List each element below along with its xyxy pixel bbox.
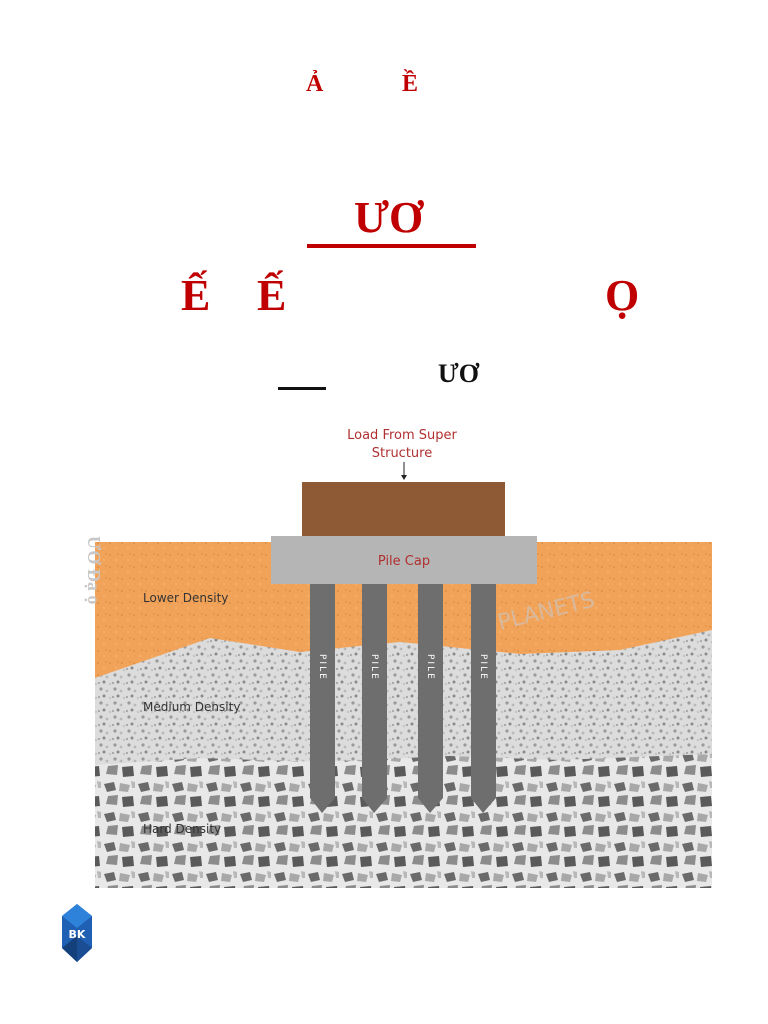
pile-label-4: PILE [478,654,488,681]
side-vertical-text: ƯƠ Đạ ọ [84,536,104,604]
pile-2 [362,584,387,813]
subtitle-rule [278,387,326,390]
load-label-line2: Structure [372,446,432,461]
title-underline [307,244,476,248]
pile-cap [271,536,537,584]
pile-1 [310,584,335,813]
title-line3-part-b: Ế [257,271,287,320]
layer-label-lower: Lower Density [143,591,228,605]
title-line1-part-a: Ả [306,71,324,97]
layer-label-hard: Hard Density [143,822,221,836]
pile-foundation-diagram: PLANETS Load From Super Structure Pile C… [84,428,712,888]
pile-3 [418,584,443,813]
subtitle-line4: ƯƠ [438,359,479,388]
load-block [302,482,505,536]
pile-label-2: PILE [369,654,379,681]
pile-label-1: PILE [317,654,327,681]
medium-density-layer [95,630,712,770]
title-line1-part-b: Ề [402,71,419,97]
load-arrow-head [401,475,407,480]
bk-logo-icon: BK [62,904,92,962]
title-line2: ƯƠ [354,193,424,242]
pile-label-3: PILE [425,654,435,681]
hard-density-layer [95,754,712,888]
pile-4 [471,584,496,813]
title-line3-part-a: Ế [181,271,211,320]
layer-label-medium: Medium Density [143,700,240,714]
pile-cap-label: Pile Cap [378,554,430,569]
load-label-line1: Load From Super [347,428,457,443]
piles-group [310,584,496,813]
bk-logo-text: BK [69,928,86,941]
title-line3-part-c: Ọ [605,271,640,320]
